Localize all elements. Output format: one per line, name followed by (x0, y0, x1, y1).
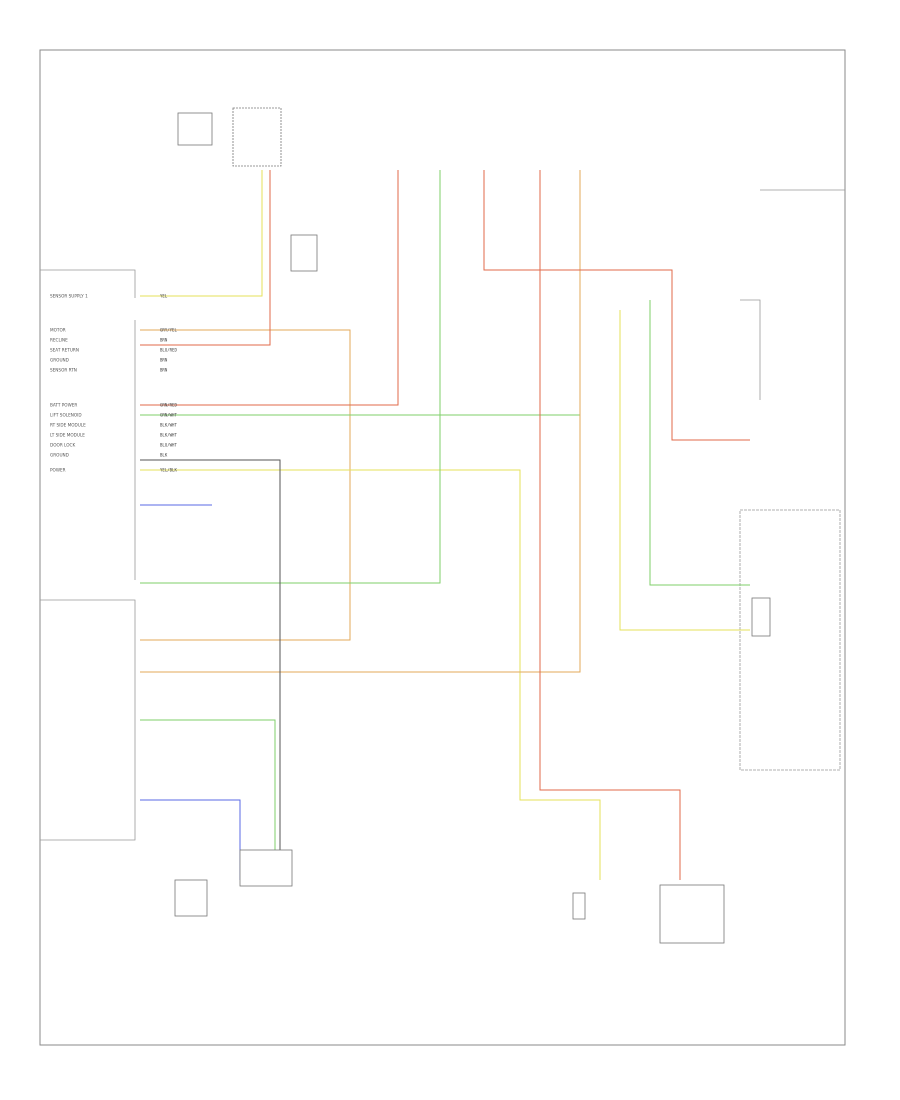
top-sensor-connector (177, 107, 318, 272)
wire-sensor-green (140, 719, 276, 880)
pin-name: LT SIDE MODULE (50, 433, 85, 438)
wire-batt-rtn (140, 170, 581, 673)
pin-code: BRN (160, 338, 168, 343)
wire-right-green (649, 300, 750, 586)
pin-code: BLK/WHT (160, 433, 177, 438)
right-connector-block (739, 189, 845, 771)
pin-code: BLU/WHT (160, 443, 177, 448)
pin-name: GROUND (50, 453, 69, 458)
pin-code: GRN/RED (160, 403, 177, 408)
wire-sensor-supply (140, 170, 263, 297)
pin-code: GRY/YEL (160, 328, 177, 333)
wire-power (140, 469, 601, 880)
pin-name: POWER (50, 468, 66, 473)
pin-name: DOOR LOCK (50, 443, 75, 448)
pin-name: SEAT RETURN (50, 348, 79, 353)
wire-top-red (483, 170, 750, 441)
pin-code: BRN (160, 368, 168, 373)
left-control-module (40, 269, 136, 841)
pin-code: BLU/RED (160, 348, 177, 353)
diagram-frame (39, 49, 846, 1046)
wire-motor (140, 329, 351, 641)
pin-code: YEL/BLK (160, 468, 177, 473)
pin-name: SENSOR RTN (50, 368, 77, 373)
pin-code: GRN/WHT (160, 413, 177, 418)
wire-batt-power (140, 170, 399, 406)
pin-name: RECLINE (50, 338, 68, 343)
pin-code: YEL (160, 294, 168, 299)
wire-blue-bottom (140, 799, 241, 880)
wire-recline (140, 170, 271, 346)
wire-lift-solenoid (140, 170, 581, 416)
pin-name: BATT POWER (50, 403, 77, 408)
pin-name: LIFT SOLENOID (50, 413, 82, 418)
pin-name: GROUND (50, 358, 69, 363)
wire-right-yellow (619, 310, 750, 631)
left-pin-labels: SENSOR SUPPLY 1 YEL MOTOR GRY/YEL RECLINE BRN… (50, 294, 177, 473)
bottom-components (174, 849, 725, 944)
wire-ground (140, 459, 281, 880)
pin-name: RT SIDE MODULE (50, 423, 86, 428)
wire-red-bottom (539, 170, 681, 880)
pin-code: BLK (160, 453, 168, 458)
wire-return (140, 170, 441, 584)
pin-code: BRN (160, 358, 168, 363)
pin-name: MOTOR (50, 328, 66, 333)
wires (140, 170, 750, 880)
pin-code: BLK/WHT (160, 423, 177, 428)
pin-name: SENSOR SUPPLY 1 (50, 294, 88, 299)
